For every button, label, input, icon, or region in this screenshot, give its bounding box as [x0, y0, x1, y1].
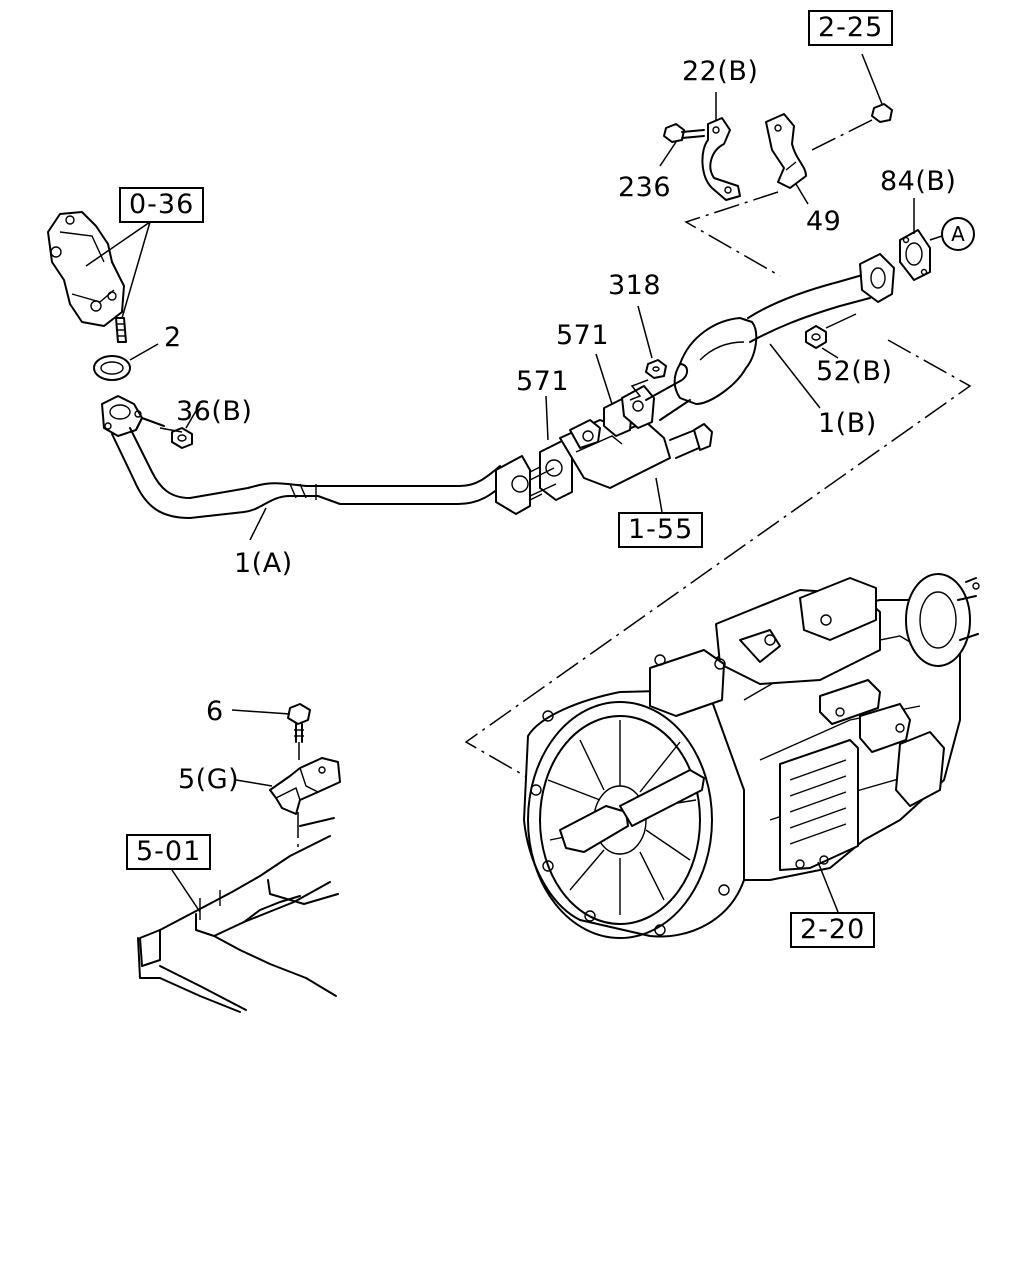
front-exhaust-pipe	[101, 395, 505, 519]
part-label-2: 2	[164, 322, 182, 353]
gasket-ring	[93, 355, 131, 381]
part-label-1b: 1(B)	[818, 408, 877, 439]
catalytic-converter	[559, 419, 713, 489]
clamp-22b	[701, 117, 741, 201]
exhaust-manifold	[47, 211, 125, 327]
part-label-5g: 5(G)	[178, 764, 240, 795]
ref-box-5-01[interactable]: 5-01	[126, 834, 212, 870]
part-label-6: 6	[206, 696, 224, 727]
ref-label-0-36: 0-36	[129, 189, 195, 220]
bolt-2-25	[871, 103, 893, 123]
bracket-5g	[269, 757, 341, 815]
part-label-571-upper: 571	[556, 320, 610, 351]
ref-label-1-55: 1-55	[628, 514, 694, 545]
ref-box-2-20[interactable]: 2-20	[790, 912, 876, 948]
bracket-49	[765, 113, 807, 189]
ref-label-2-25: 2-25	[818, 12, 884, 43]
part-label-84b: 84(B)	[880, 166, 957, 197]
part-label-318: 318	[608, 270, 662, 301]
bolt-236	[663, 123, 705, 143]
ref-box-0-36[interactable]: 0-36	[119, 187, 205, 223]
pipe-flange-joint	[495, 439, 573, 515]
rear-exhaust-pipe	[645, 253, 895, 421]
part-label-52b: 52(B)	[816, 356, 893, 387]
ref-label-2-20: 2-20	[800, 914, 866, 945]
nut-36b	[171, 427, 193, 449]
nut-318	[645, 359, 667, 379]
part-label-1a: 1(A)	[234, 548, 293, 579]
ref-box-2-25[interactable]: 2-25	[808, 10, 894, 46]
ref-box-1-55[interactable]: 1-55	[618, 512, 704, 548]
part-label-571-lower: 571	[516, 366, 570, 397]
chassis-frame	[137, 817, 339, 1013]
manifold-stud	[115, 317, 127, 343]
part-label-49: 49	[806, 206, 842, 237]
gasket-84b	[899, 229, 931, 281]
transmission-assembly	[523, 573, 980, 939]
nut-52b	[805, 325, 827, 349]
ref-label-5-01: 5-01	[136, 836, 202, 867]
part-label-22b: 22(B)	[682, 56, 759, 87]
bolt-6	[287, 703, 311, 743]
flange-571-upper	[603, 385, 655, 437]
part-label-236: 236	[618, 172, 672, 203]
callout-a: A	[941, 217, 975, 251]
part-label-36b: 36(B)	[176, 396, 253, 427]
